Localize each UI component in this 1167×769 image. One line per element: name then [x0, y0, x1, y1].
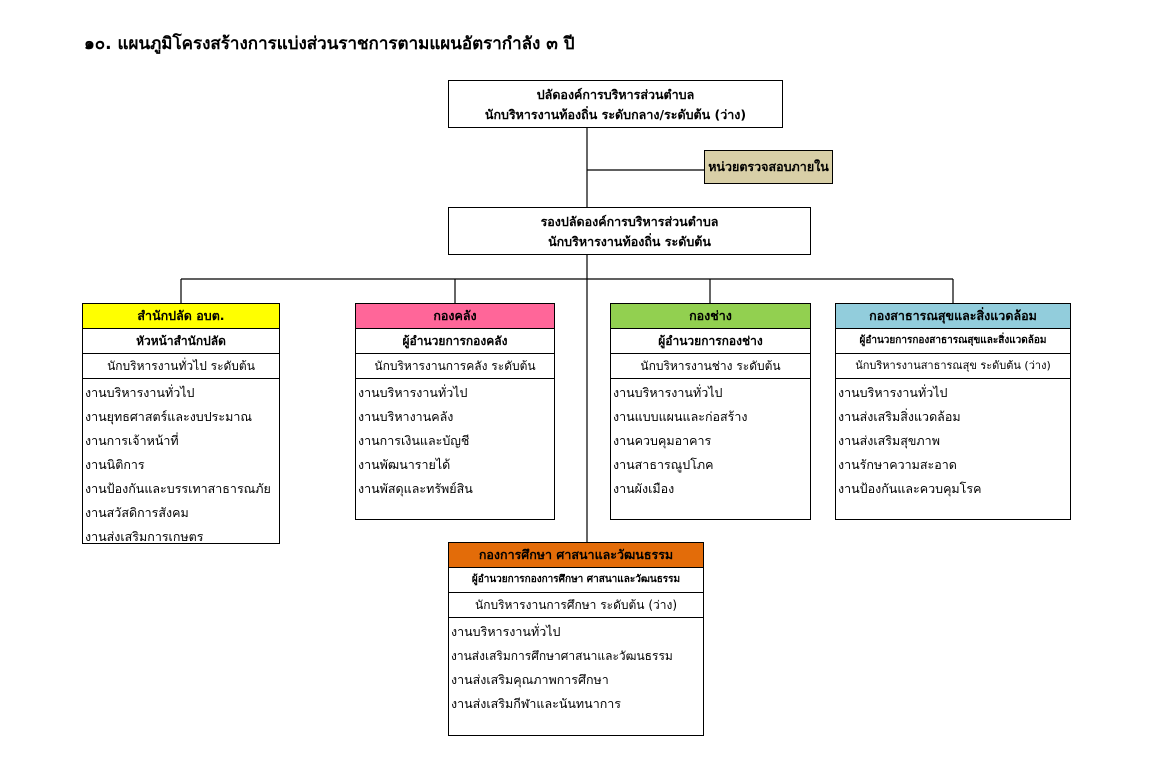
task-item: งานพัฒนารายได้: [358, 457, 451, 472]
task-item: งานส่งเสริมกีฬาและนันทนาการ: [451, 696, 622, 711]
dept-education-position: นักบริหารงานการศึกษา ระดับต้น (ว่าง): [449, 593, 703, 618]
dept-education-header: กองการศึกษา ศาสนาและวัฒนธรรม: [449, 543, 703, 568]
task-item: งานส่งเสริมสิ่งแวดล้อม: [838, 409, 961, 424]
dept-office-position: นักบริหารงานทั่วไป ระดับต้น: [83, 354, 279, 379]
dept-engineering-position: นักบริหารงานช่าง ระดับต้น: [611, 354, 810, 379]
task-item: งานส่งเสริมสุขภาพ: [838, 433, 940, 448]
dept-finance-position: นักบริหารงานการคลัง ระดับต้น: [356, 354, 554, 379]
dept-finance-header: กองคลัง: [356, 304, 554, 329]
task-item: งานพัสดุและทรัพย์สิน: [358, 481, 473, 496]
task-item: งานบริหารงานทั่วไป: [85, 385, 195, 400]
dept-engineering-tasks: งานบริหารงานทั่วไป งานแบบแผนและก่อสร้าง …: [611, 379, 810, 501]
dept-engineering-director: ผู้อำนวยการกองช่าง: [611, 329, 810, 354]
task-item: งานส่งเสริมคุณภาพการศึกษา: [451, 672, 609, 687]
deputy-position: นักบริหารงานท้องถิ่น ระดับต้น: [548, 234, 711, 249]
task-item: งานส่งเสริมการเกษตร: [85, 529, 204, 544]
task-item: งานบริหางานคลัง: [358, 409, 454, 424]
task-item: งานบริหารงานทั่วไป: [451, 624, 561, 639]
task-item: งานบริหารงานทั่วไป: [613, 385, 723, 400]
task-item: งานป้องกันและบรรเทาสาธารณภัย: [85, 481, 271, 496]
task-item: งานยุทธศาสตร์และงบประมาณ: [85, 409, 252, 424]
task-item: งานนิติการ: [85, 457, 145, 472]
dept-finance-box: กองคลัง ผู้อำนวยการกองคลัง นักบริหารงานก…: [355, 303, 555, 520]
dept-health-box: กองสาธารณสุขและสิ่งแวดล้อม ผู้อำนวยการกอ…: [835, 303, 1071, 520]
page-title: ๑๐. แผนภูมิโครงสร้างการแบ่งส่วนราชการตาม…: [84, 34, 575, 54]
dept-finance-tasks: งานบริหารงานทั่วไป งานบริหางานคลัง งานกา…: [356, 379, 554, 501]
task-item: งานรักษาความสะอาด: [838, 457, 957, 472]
chief-position: นักบริหารงานท้องถิ่น ระดับกลาง/ระดับต้น …: [484, 107, 747, 122]
task-item: งานบริหารงานทั่วไป: [838, 385, 948, 400]
task-item: งานป้องกันและควบคุมโรค: [838, 481, 982, 496]
task-item: งานผังเมือง: [613, 481, 675, 496]
dept-engineering-header: กองช่าง: [611, 304, 810, 329]
task-item: งานสวัสดิการสังคม: [85, 505, 189, 520]
dept-office-tasks: งานบริหารงานทั่วไป งานยุทธศาสตร์และงบประ…: [83, 379, 279, 549]
dept-office-director: หัวหน้าสำนักปลัด: [83, 329, 279, 354]
deputy-administrator-box: รองปลัดองค์การบริหารส่วนตำบล นักบริหารงา…: [448, 207, 811, 255]
dept-health-tasks: งานบริหารงานทั่วไป งานส่งเสริมสิ่งแวดล้อ…: [836, 379, 1070, 501]
chief-title: ปลัดองค์การบริหารส่วนตำบล: [536, 87, 695, 102]
dept-health-position: นักบริหารงานสาธารณสุข ระดับต้น (ว่าง): [836, 354, 1070, 379]
deputy-title: รองปลัดองค์การบริหารส่วนตำบล: [540, 214, 719, 229]
task-item: งานแบบแผนและก่อสร้าง: [613, 409, 748, 424]
task-item: งานควบคุมอาคาร: [613, 433, 712, 448]
internal-audit-box: หน่วยตรวจสอบภายใน: [704, 150, 833, 184]
dept-finance-director: ผู้อำนวยการกองคลัง: [356, 329, 554, 354]
dept-education-box: กองการศึกษา ศาสนาและวัฒนธรรม ผู้อำนวยการ…: [448, 542, 704, 736]
dept-health-director: ผู้อำนวยการกองสาธารณสุขและสิ่งแวดล้อม: [836, 329, 1070, 354]
task-item: งานส่งเสริมการศึกษาศาสนาและวัฒนธรรม: [451, 649, 673, 663]
task-item: งานการเจ้าหน้าที่: [85, 433, 179, 448]
task-item: งานสาธารณูปโภค: [613, 457, 714, 472]
dept-engineering-box: กองช่าง ผู้อำนวยการกองช่าง นักบริหารงานช…: [610, 303, 811, 520]
task-item: งานบริหารงานทั่วไป: [358, 385, 468, 400]
chief-administrator-box: ปลัดองค์การบริหารส่วนตำบล นักบริหารงานท้…: [448, 80, 783, 128]
task-item: งานการเงินและบัญชี: [358, 433, 470, 448]
dept-office-header: สำนักปลัด อบต.: [83, 304, 279, 329]
dept-education-tasks: งานบริหารงานทั่วไป งานส่งเสริมการศึกษาศา…: [449, 618, 703, 716]
dept-health-header: กองสาธารณสุขและสิ่งแวดล้อม: [836, 304, 1070, 329]
dept-education-director: ผู้อำนวยการกองการศึกษา ศาสนาและวัฒนธรรม: [449, 568, 703, 593]
dept-office-box: สำนักปลัด อบต. หัวหน้าสำนักปลัด นักบริหา…: [82, 303, 280, 544]
